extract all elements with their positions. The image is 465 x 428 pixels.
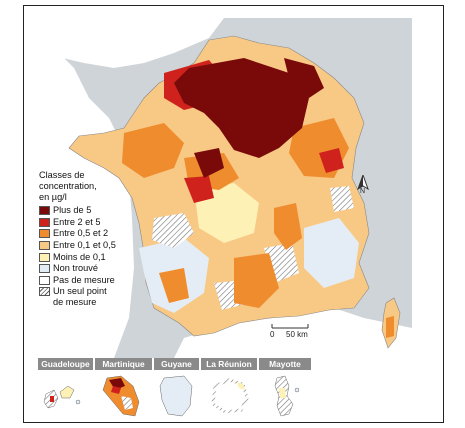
legend-label: Entre 2 et 5 — [53, 216, 101, 227]
legend-item: Entre 2 et 5 — [39, 217, 159, 229]
legend-item: Entre 0,1 et 0,5 — [39, 240, 159, 252]
legend: Classes de concentration, en µg/l Plus d… — [39, 170, 159, 308]
legend-swatch — [39, 217, 50, 227]
region-west-orange — [122, 123, 184, 178]
france-map — [34, 18, 412, 358]
legend-item: Entre 0,5 et 2 — [39, 228, 159, 240]
region-hatch-4 — [330, 186, 354, 212]
legend-item: Un seul point de mesure — [39, 286, 159, 308]
overseas-insets — [38, 372, 321, 420]
legend-item: Plus de 5 — [39, 205, 159, 217]
region-hatch-1 — [152, 213, 194, 248]
inset-guadeloupe — [38, 372, 93, 420]
region-bassin-parisien-darkred — [174, 58, 309, 158]
legend-swatch — [39, 252, 50, 262]
legend-title: Classes de concentration, en µg/l — [39, 170, 97, 202]
region-east-red — [319, 148, 344, 173]
region-rhone-orange — [274, 203, 302, 250]
legend-label: Non trouvé — [53, 263, 98, 274]
legend-swatch — [39, 206, 50, 216]
tab-guyane: Guyane — [154, 358, 199, 370]
legend-swatch — [39, 241, 50, 251]
region-north-east-darkred — [284, 58, 324, 98]
region-west-darkred — [194, 148, 224, 178]
channel-sea — [34, 18, 224, 68]
tab-martinique: Martinique — [95, 358, 152, 370]
scale-zero: 0 — [270, 330, 275, 339]
region-south-orange — [234, 253, 279, 308]
corsica-orange — [386, 316, 394, 338]
scale-distance: 50 km — [286, 330, 308, 339]
legend-label: Un seul point de mesure — [53, 286, 107, 308]
legend-swatch — [39, 287, 50, 297]
north-label: N — [360, 188, 366, 195]
legend-swatch — [39, 264, 50, 274]
tab-la-reunion: La Réunion — [201, 358, 257, 370]
region-alps-light — [304, 218, 359, 288]
legend-label: Entre 0,1 et 0,5 — [53, 240, 116, 251]
inset-martinique — [95, 372, 152, 420]
inset-guyane — [154, 372, 199, 420]
overseas-tabs: Guadeloupe Martinique Guyane La Réunion … — [38, 358, 321, 370]
inset-mayotte — [259, 372, 311, 420]
legend-label: Pas de mesure — [53, 274, 115, 285]
region-west-red — [184, 176, 214, 203]
tab-guadeloupe: Guadeloupe — [38, 358, 93, 370]
legend-item: Pas de mesure — [39, 275, 159, 287]
legend-item: Moins de 0,1 — [39, 251, 159, 263]
north-arrow-icon: N — [356, 173, 370, 197]
inset-la-reunion — [201, 372, 257, 420]
tab-mayotte: Mayotte — [259, 358, 311, 370]
legend-swatch — [39, 275, 50, 285]
legend-label: Plus de 5 — [53, 205, 92, 216]
legend-item: Non trouvé — [39, 263, 159, 275]
legend-label: Moins de 0,1 — [53, 251, 106, 262]
scale-bar: 0 50 km — [268, 322, 338, 342]
legend-label: Entre 0,5 et 2 — [53, 228, 109, 239]
legend-swatch — [39, 229, 50, 239]
mediterranean-sea — [174, 308, 412, 358]
atlantic-sea — [34, 48, 134, 358]
region-south-west-orange — [159, 268, 189, 303]
